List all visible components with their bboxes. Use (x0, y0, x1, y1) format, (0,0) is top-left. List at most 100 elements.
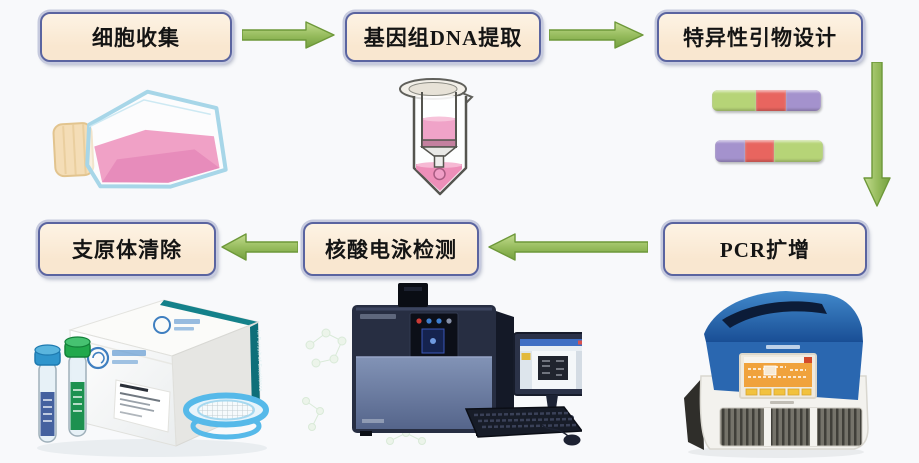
arrow-down-icon (863, 62, 891, 207)
cycler-brand-bar (766, 345, 800, 349)
kit-box-side-stripe (250, 323, 260, 412)
column-liquid (423, 118, 455, 140)
kit-brand-subtext-bar (112, 360, 138, 364)
arrow-right-icon (242, 21, 335, 49)
keyboard-keys (473, 411, 579, 429)
screen-side-panel (576, 351, 582, 389)
kit-label-text-bar (119, 411, 143, 418)
column-funnel (419, 146, 459, 157)
camera-hood (398, 283, 428, 307)
flow-box-label: 核酸电泳检测 (325, 238, 457, 262)
spin-column-tube-illustration (399, 78, 474, 196)
flow-box-pcr-amplification: PCR扩增 (663, 222, 867, 276)
power-button (416, 318, 422, 324)
flask-cap-ridges (62, 124, 87, 175)
screen-traces (748, 366, 806, 378)
reagent-tube-blue (34, 344, 61, 443)
flow-box-mycoplasma-removal: 支原体清除 (38, 222, 216, 276)
cabinet-brand-bar (360, 314, 396, 319)
flow-box-genomic-dna-extraction: 基因组DNA提取 (345, 12, 541, 62)
screen-tool-column (520, 351, 532, 389)
monitor (513, 332, 582, 421)
grille-rib (810, 408, 817, 446)
primer-segment-purple (786, 90, 821, 111)
primer-segment-red (755, 90, 787, 111)
tube-cap-inner (408, 82, 458, 96)
cycler-model-bar (770, 401, 794, 404)
screen-thumbnail (521, 353, 531, 360)
strainer-mesh (197, 399, 255, 421)
tube-label (70, 382, 85, 430)
flow-box-cell-collection: 细胞收集 (40, 12, 232, 62)
kit-brand-text-bar (112, 350, 146, 356)
gel-image (538, 356, 568, 380)
flow-box-specific-primer-design: 特异性引物设计 (657, 12, 863, 62)
kit-brand-logo-icon (153, 316, 171, 334)
flow-box-label: 特异性引物设计 (683, 26, 837, 50)
liquid-drop (433, 167, 446, 181)
panel-button (436, 318, 442, 324)
lid-handle-slit (722, 301, 827, 328)
touch-screen (739, 353, 817, 399)
kit-side-stripe-text: In Pursuit of Excellence (255, 330, 263, 392)
cabinet-foot (360, 431, 372, 436)
kit-label-text-bar (119, 403, 155, 412)
flow-box-label: PCR扩增 (719, 238, 811, 262)
gel-bands (542, 360, 564, 376)
screen-button (745, 388, 758, 396)
flask-glass-highlight (88, 99, 211, 128)
screen-dialog (763, 365, 777, 376)
arrow-left-icon (488, 233, 648, 261)
kit-shadow (37, 439, 267, 457)
flow-box-label: 支原体清除 (72, 238, 182, 262)
reagent-tube-green (64, 336, 91, 437)
screen-header (744, 357, 812, 363)
screen-button (773, 388, 786, 396)
screen-button (787, 388, 800, 396)
kit-brand-logo-swirl (92, 351, 105, 364)
tube-cap-hinge (461, 92, 474, 104)
primer-segment-green (712, 90, 756, 111)
camera-detail (404, 287, 422, 291)
primer-bar-forward (712, 90, 821, 111)
flow-box-label: 基因组DNA提取 (363, 26, 523, 50)
column-liquid-surface (423, 116, 455, 122)
kit-brand-text-bar (174, 319, 200, 324)
flow-box-electrophoresis-detection: 核酸电泳检测 (303, 222, 479, 276)
monitor-stand (546, 395, 558, 409)
column-filter (421, 139, 457, 148)
panel-label-bar (362, 419, 384, 423)
flask-media-shade (102, 149, 220, 183)
kit-product-label (113, 379, 171, 433)
flow-box-label: 细胞收集 (92, 26, 180, 50)
kit-label-text-bar (119, 398, 151, 406)
kit-label-title-bar (119, 383, 149, 392)
arrow-right-icon (549, 21, 644, 49)
mouse-cable (541, 424, 569, 437)
kit-box-teal-edge (160, 300, 258, 326)
screen-menu-bar (520, 346, 582, 351)
arrow-left-icon (221, 233, 298, 261)
cell-culture-flask-illustration (52, 89, 228, 189)
control-panel (409, 312, 459, 360)
screen-stop-box (804, 357, 812, 363)
cabinet-side (496, 311, 514, 433)
kit-label-text-bar (119, 392, 161, 402)
primer-bar-reverse (715, 140, 823, 162)
cell-strainer (183, 392, 269, 440)
primer-segment-purple (715, 140, 746, 162)
grille-rib (764, 408, 771, 446)
cycler-front-grille (719, 407, 863, 447)
cycler-lid (704, 291, 863, 342)
screen-close-box (578, 340, 582, 345)
inner-column-walls (421, 92, 457, 148)
primer-segment-red (745, 140, 775, 162)
kit-brand-subtext-bar (174, 327, 194, 331)
panel-button (446, 318, 452, 324)
screen-button (801, 388, 812, 396)
gel-doc-system-illustration (302, 283, 582, 446)
cycler-left-vent (684, 378, 704, 450)
kit-brand-logo-icon (86, 346, 110, 370)
mouse (563, 434, 581, 446)
